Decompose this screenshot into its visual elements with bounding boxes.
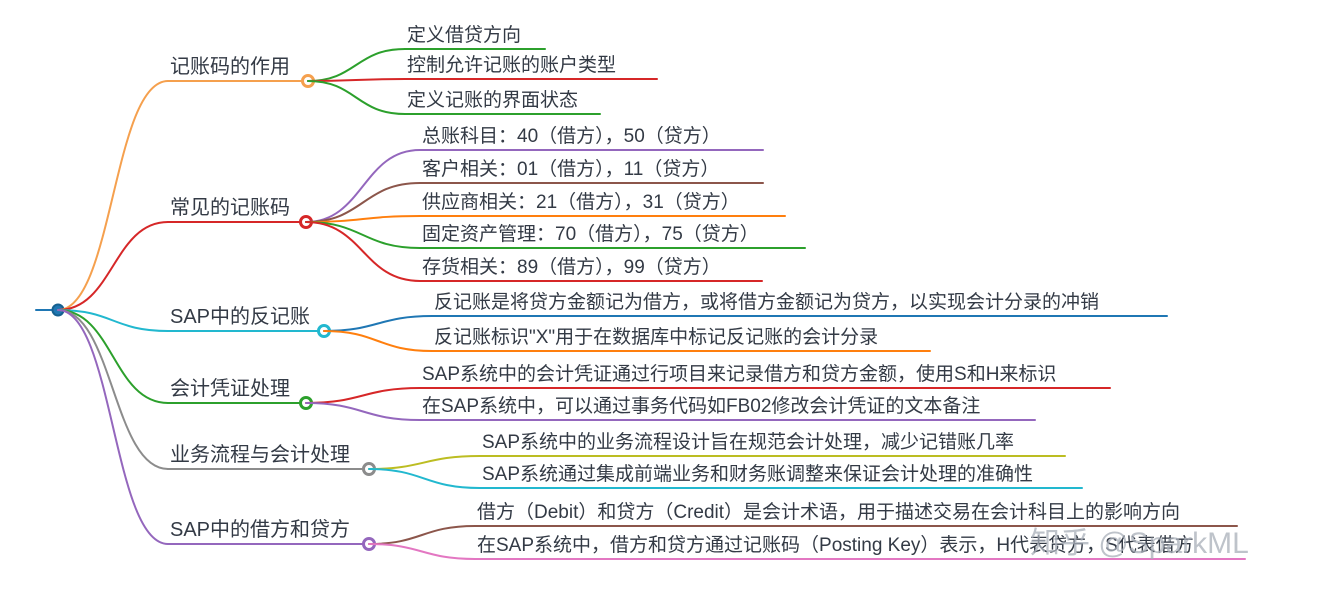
branch-5-child-1-link bbox=[368, 455, 481, 470]
branch-4-child-2-link bbox=[305, 402, 421, 421]
branch-3-child-1-link bbox=[323, 315, 433, 332]
branch-2-child-1-link bbox=[305, 149, 421, 223]
branch-6-child-2-link bbox=[368, 543, 476, 560]
topic-reverse-posting[interactable]: SAP中的反记账 bbox=[170, 306, 311, 328]
branch-4-link bbox=[57, 309, 169, 404]
branch-2-child-4-link bbox=[305, 221, 421, 249]
node-label[interactable]: SAP系统中的业务流程设计旨在规范会计处理，减少记错账几率 bbox=[482, 432, 1015, 453]
branch-2-child-2-link bbox=[305, 182, 421, 223]
branch-1-child-1-link bbox=[307, 48, 406, 82]
branch-3-child-2-link bbox=[323, 330, 433, 352]
node-label[interactable]: 控制允许记账的账户类型 bbox=[407, 55, 617, 76]
branch-5-link bbox=[57, 309, 169, 470]
topic-common-posting-keys[interactable]: 常见的记账码 bbox=[170, 197, 290, 219]
node-label[interactable]: 借方（Debit）和贷方（Credit）是会计术语，用于描述交易在会计科目上的影… bbox=[477, 502, 1181, 523]
branch-6-child-1-link bbox=[368, 525, 476, 545]
branch-3-link bbox=[57, 309, 169, 332]
node-label[interactable]: 反记账是将贷方金额记为借方，或将借方金额记为贷方，以实现会计分录的冲销 bbox=[434, 292, 1100, 313]
node-label[interactable]: SAP系统通过集成前端业务和财务账调整来保证会计处理的准确性 bbox=[482, 464, 1034, 485]
branch-1-child-3-link bbox=[307, 80, 406, 115]
node-label[interactable]: 在SAP系统中，借方和贷方通过记账码（Posting Key）表示，H代表贷方，… bbox=[477, 535, 1194, 556]
node-label[interactable]: 供应商相关：21（借方），31（贷方） bbox=[422, 192, 740, 213]
node-label[interactable]: 固定资产管理：70（借方），75（贷方） bbox=[422, 224, 759, 245]
topic-posting-key-purpose[interactable]: 记账码的作用 bbox=[170, 56, 290, 78]
node-label[interactable]: 定义记账的界面状态 bbox=[407, 90, 579, 111]
branch-2-link bbox=[57, 221, 169, 311]
node-label[interactable]: SAP系统中的会计凭证通过行项目来记录借方和贷方金额，使用S和H来标识 bbox=[422, 364, 1057, 385]
node-label[interactable]: 定义借贷方向 bbox=[407, 25, 522, 46]
topic-accounting-document[interactable]: 会计凭证处理 bbox=[170, 378, 290, 400]
node-label[interactable]: 存货相关：89（借方），99（贷方） bbox=[422, 257, 721, 278]
topic-debit-credit[interactable]: SAP中的借方和贷方 bbox=[170, 519, 351, 541]
topic-business-process[interactable]: 业务流程与会计处理 bbox=[170, 444, 350, 466]
node-label[interactable]: 反记账标识"X"用于在数据库中标记反记账的会计分录 bbox=[434, 327, 879, 348]
node-label[interactable]: 在SAP系统中，可以通过事务代码如FB02修改会计凭证的文本备注 bbox=[422, 396, 981, 417]
branch-2-child-5-link bbox=[305, 221, 421, 282]
branch-4-child-1-link bbox=[305, 387, 421, 404]
branch-5-child-2-link bbox=[368, 468, 481, 489]
node-label[interactable]: 客户相关：01（借方），11（贷方） bbox=[422, 159, 720, 180]
branch-1-link bbox=[57, 80, 169, 311]
branch-6-link bbox=[57, 309, 169, 545]
branch-2-child-3-link bbox=[305, 215, 421, 223]
node-label[interactable]: 总账科目：40（借方），50（贷方） bbox=[422, 126, 721, 147]
